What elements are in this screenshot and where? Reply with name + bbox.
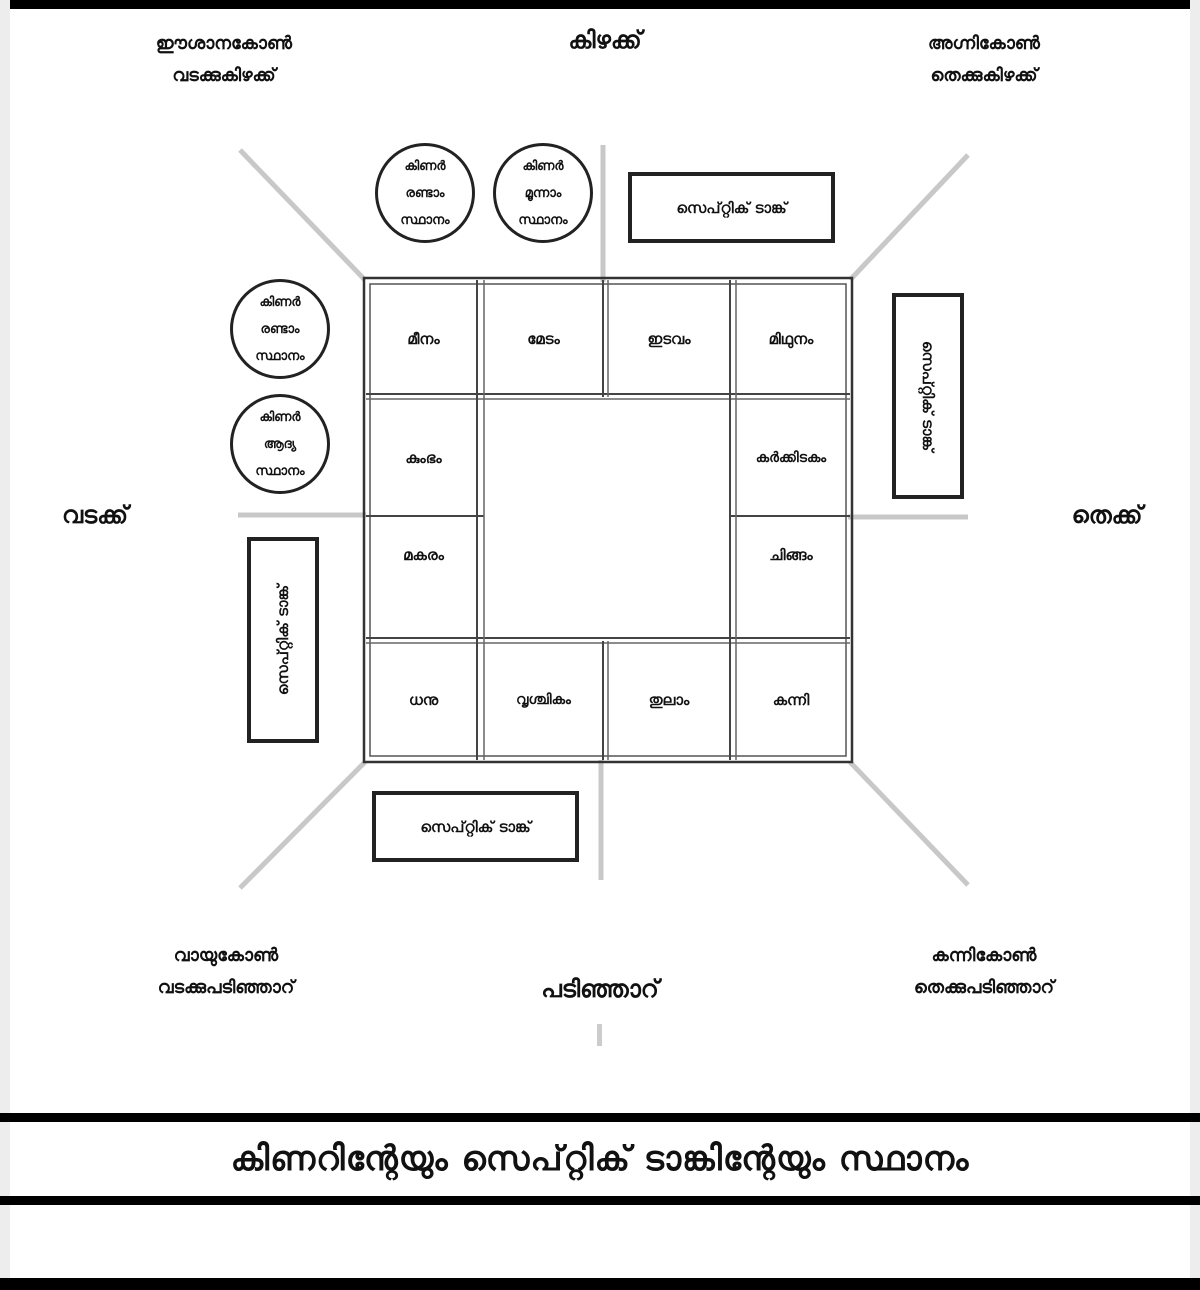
cell-chingam: ചിങ്ങം (769, 546, 813, 564)
corner-sw-line2: തെക്കുപടിഞ്ഞാറ് (913, 977, 1055, 998)
cell-makaram: മകരം (403, 546, 444, 564)
well-left-first-line1: കിണർ (259, 409, 301, 425)
cell-dhanu: ധനു (408, 690, 439, 709)
right-margin (1190, 0, 1200, 1290)
well-left-second-line1: കിണർ (259, 294, 301, 310)
corner-nw-line2: വടക്കുപടിഞ്ഞാറ് (157, 977, 295, 998)
septic-tank-top: സെപ്റ്റിക് ടാങ്ക് (628, 172, 835, 243)
grid-lines (238, 145, 970, 890)
bottom-border (0, 1278, 1200, 1290)
diagonal-top-left (238, 148, 367, 282)
cell-kanni: കന്നി (772, 690, 810, 709)
corner-ne-line2: വടക്കുകിഴക്ക് (172, 65, 276, 86)
cell-mithunam: മിഥുനം (768, 330, 814, 348)
corner-se-line2: തെക്കുകിഴക്ക് (930, 65, 1038, 86)
left-margin (0, 0, 10, 1290)
cell-vrischikam: വൃശ്ചികം (516, 691, 571, 708)
septic-tank-bottom-label: സെപ്റ്റിക് ടാങ്ക് (420, 817, 531, 836)
title-rule-top (0, 1113, 1200, 1122)
septic-tank-left: സെപ്റ്റിക് ടാങ്ക് (247, 537, 319, 743)
well-top-second-line1: കിണർ (404, 158, 446, 174)
cell-karkidakam: കർക്കിടകം (755, 449, 827, 466)
well-left-first: കിണർ ആദ്യ സ്ഥാനം (230, 394, 330, 494)
septic-tank-right-label: സെപ്റ്റിക് ടാങ്ക് (919, 340, 937, 452)
cell-idavam: ഇടവം (647, 330, 691, 348)
well-top-third: കിണർ മൂന്നാം സ്ഥാനം (493, 143, 593, 243)
well-left-second-line3: സ്ഥാനം (255, 348, 305, 364)
well-left-first-line2: ആദ്യ (263, 436, 297, 452)
septic-tank-right: സെപ്റ്റിക് ടാങ്ക് (892, 293, 964, 499)
corner-label-ne: ഈശാനകോൺ വടക്കുകിഴക്ക് (114, 28, 334, 92)
corner-ne-line1: ഈശാനകോൺ (155, 33, 293, 54)
cell-thulam: തുലാം (648, 690, 690, 709)
bottom-tick-mark (597, 1024, 602, 1046)
direction-south: തെക്ക് (1071, 501, 1143, 529)
septic-tank-left-label: സെപ്റ്റിക് ടാങ്ക് (274, 584, 292, 696)
corner-label-se: അഗ്നികോൺ തെക്കുകിഴക്ക് (874, 28, 1094, 92)
cell-kumbham: കുംഭം (405, 448, 442, 467)
well-top-second: കിണർ രണ്ടാം സ്ഥാനം (375, 143, 475, 243)
corner-label-nw: വായുകോൺ വടക്കുപടിഞ്ഞാറ് (116, 940, 336, 1004)
corner-se-line1: അഗ്നികോൺ (927, 33, 1041, 54)
well-top-third-line2: മൂന്നാം (524, 185, 562, 201)
direction-east: കിഴക്ക് (568, 26, 642, 54)
page-title: കിണറിന്റേയും സെപ്റ്റിക് ടാങ്കിന്റേയും സ്… (230, 1139, 970, 1179)
well-top-second-line3: സ്ഥാനം (400, 212, 450, 228)
well-top-third-line3: സ്ഥാനം (518, 212, 568, 228)
well-left-second: കിണർ രണ്ടാം സ്ഥാനം (230, 279, 330, 379)
corner-label-sw: കന്നികോൺ തെക്കുപടിഞ്ഞാറ് (874, 940, 1094, 1004)
septic-tank-bottom: സെപ്റ്റിക് ടാങ്ക് (372, 791, 579, 862)
well-left-second-line2: രണ്ടാം (260, 321, 300, 337)
cell-meenam: മീനം (407, 330, 440, 348)
diagonal-bottom-right (848, 760, 970, 887)
well-top-third-line1: കിണർ (522, 158, 564, 174)
grid-outer (362, 276, 854, 764)
septic-tank-top-label: സെപ്റ്റിക് ടാങ്ക് (676, 198, 787, 217)
diagonal-top-right (848, 153, 970, 282)
cell-medam: മേടം (527, 330, 560, 348)
title-rule-bottom (0, 1196, 1200, 1205)
direction-west: പടിഞ്ഞാറ് (541, 975, 659, 1003)
corner-nw-line1: വായുകോൺ (173, 945, 279, 966)
well-left-first-line3: സ്ഥാനം (255, 463, 305, 479)
top-border (0, 0, 1200, 9)
corner-sw-line1: കന്നികോൺ (931, 945, 1037, 966)
diagonal-bottom-left (238, 760, 367, 890)
direction-north: വടക്ക് (61, 501, 129, 529)
well-top-second-line2: രണ്ടാം (405, 185, 445, 201)
